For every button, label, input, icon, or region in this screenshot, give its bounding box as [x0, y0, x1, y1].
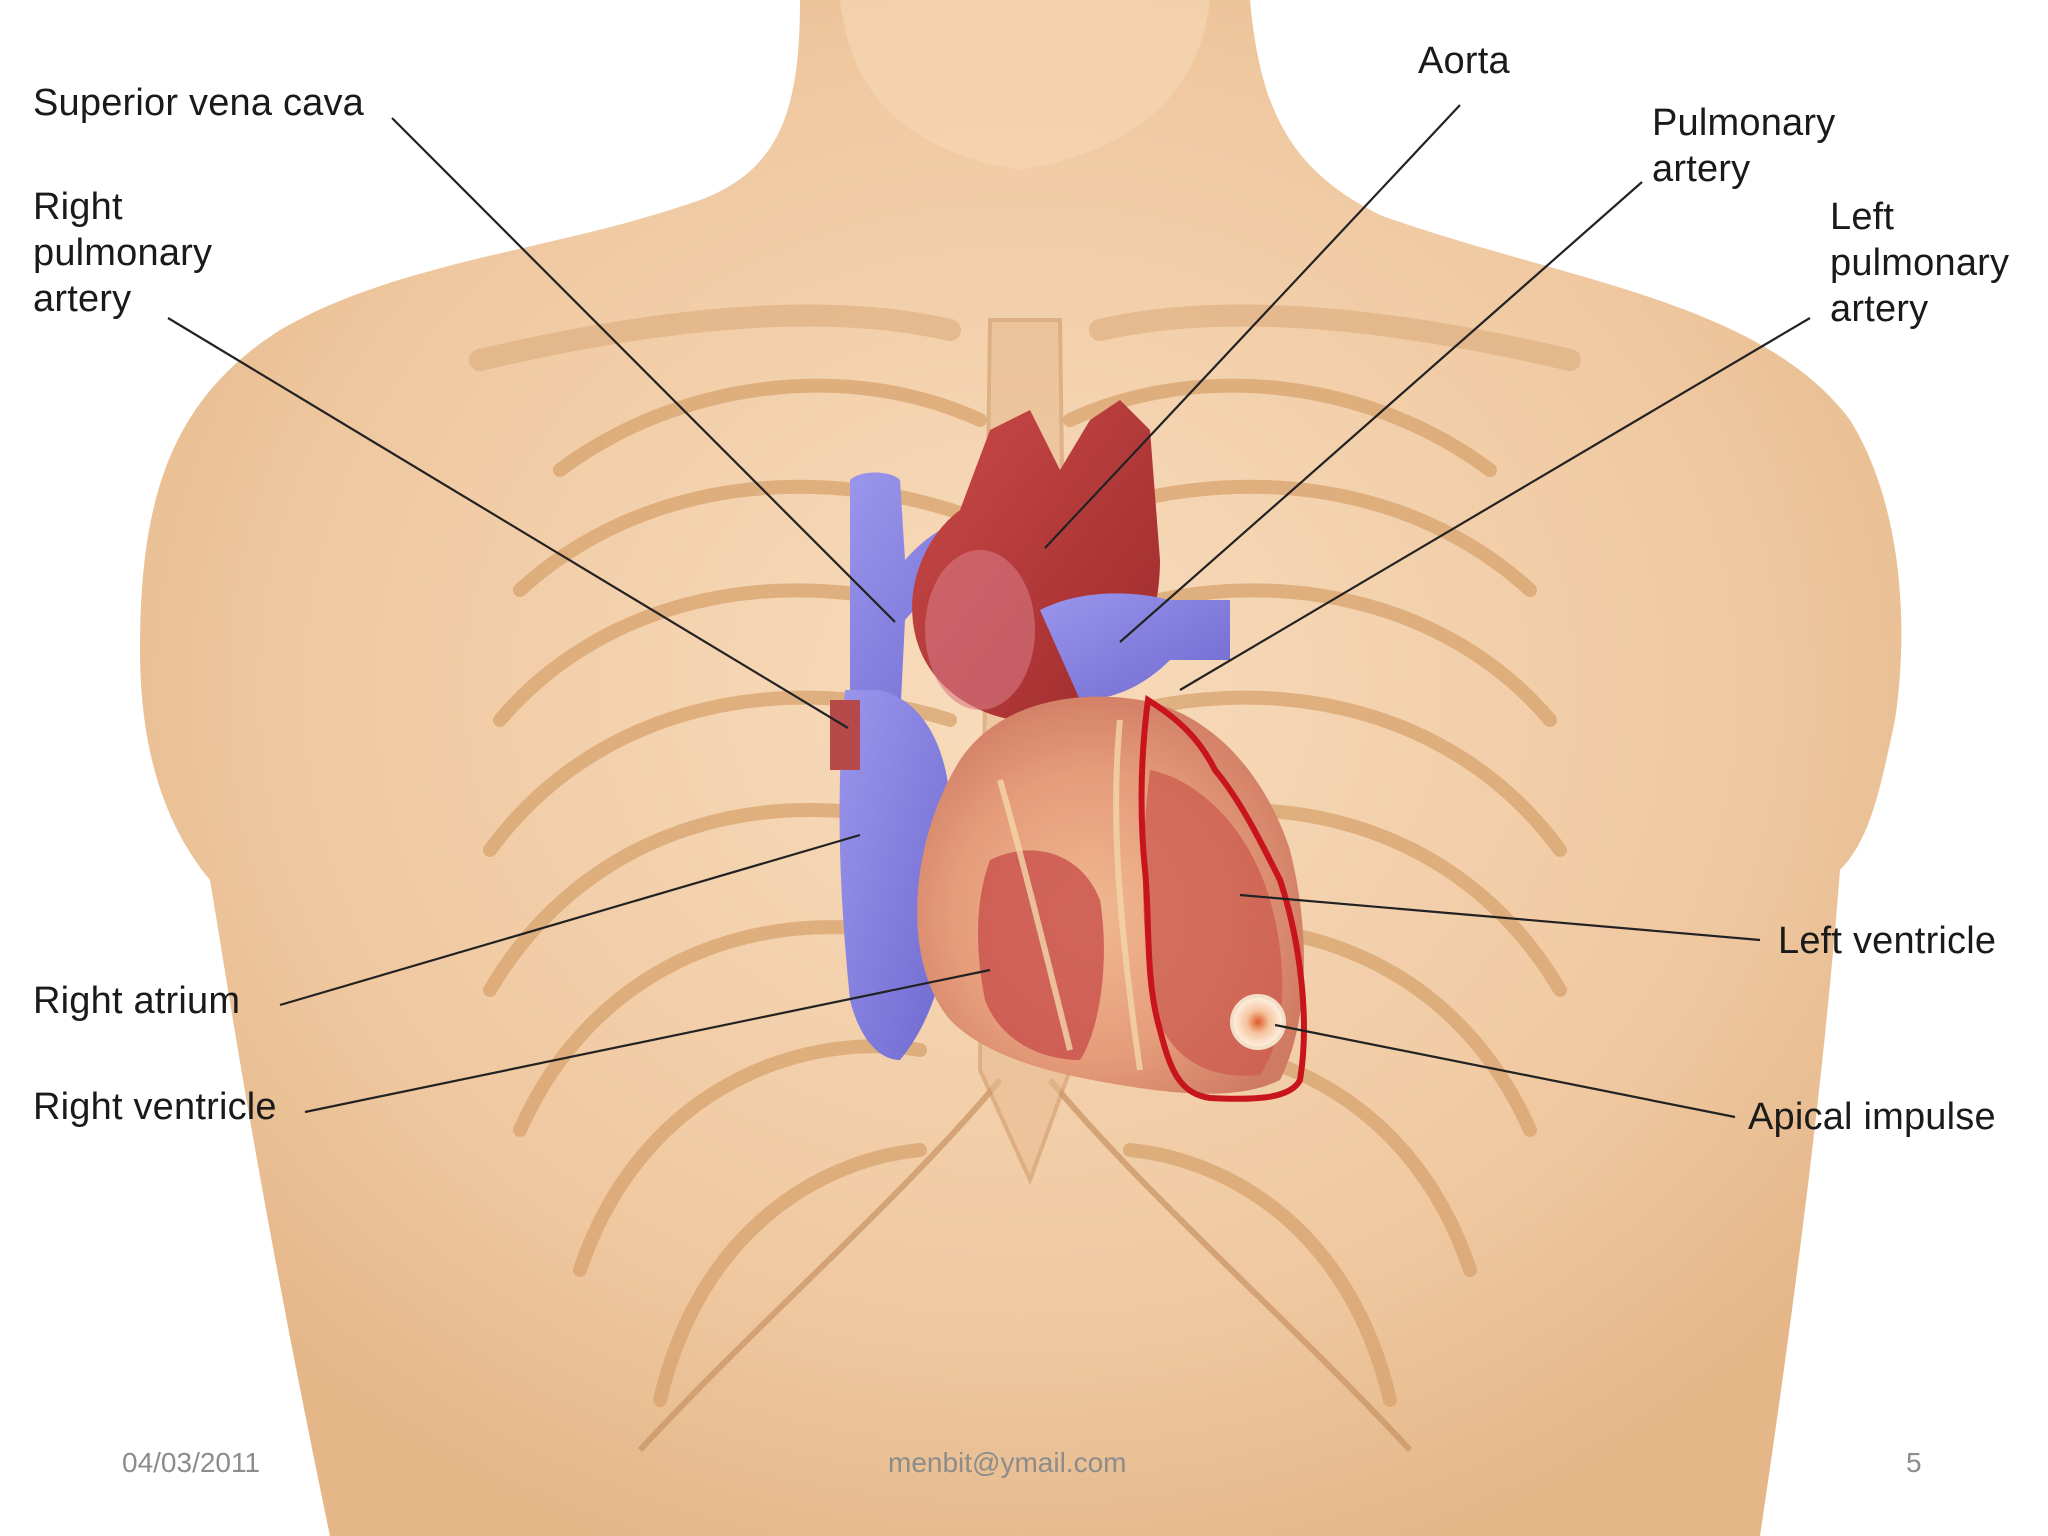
label-right-ventricle: Right ventricle [33, 1086, 277, 1128]
footer-date: 04/03/2011 [122, 1447, 261, 1478]
pulmonary-artery [1040, 593, 1230, 700]
label-right-pulmonary-artery-line1: Right [33, 186, 123, 228]
label-left-pulmonary-artery-line2: pulmonary [1830, 242, 2010, 284]
label-superior-vena-cava: Superior vena cava [33, 82, 365, 124]
label-left-pulmonary-artery-line3: artery [1830, 288, 1929, 330]
label-pulmonary-artery-line1: Pulmonary [1652, 102, 1836, 144]
label-apical-impulse: Apical impulse [1748, 1096, 1996, 1138]
label-left-ventricle: Left ventricle [1778, 920, 1997, 962]
label-left-pulmonary-artery-line1: Left [1830, 196, 1895, 238]
right-ventricle-region [978, 850, 1104, 1060]
leader-lines [167, 104, 1811, 1119]
footer-page-number: 5 [1906, 1447, 1922, 1478]
apical-impulse-marker [1230, 994, 1286, 1050]
label-right-pulmonary-artery-line3: artery [33, 278, 132, 320]
label-right-atrium: Right atrium [33, 980, 241, 1022]
label-right-pulmonary-artery-line2: pulmonary [33, 232, 213, 274]
label-pulmonary-artery-line2: artery [1652, 148, 1751, 190]
label-aorta: Aorta [1418, 40, 1510, 82]
left-ventricle-outline [1138, 694, 1307, 1102]
footer-email: menbit@ymail.com [888, 1447, 1127, 1478]
